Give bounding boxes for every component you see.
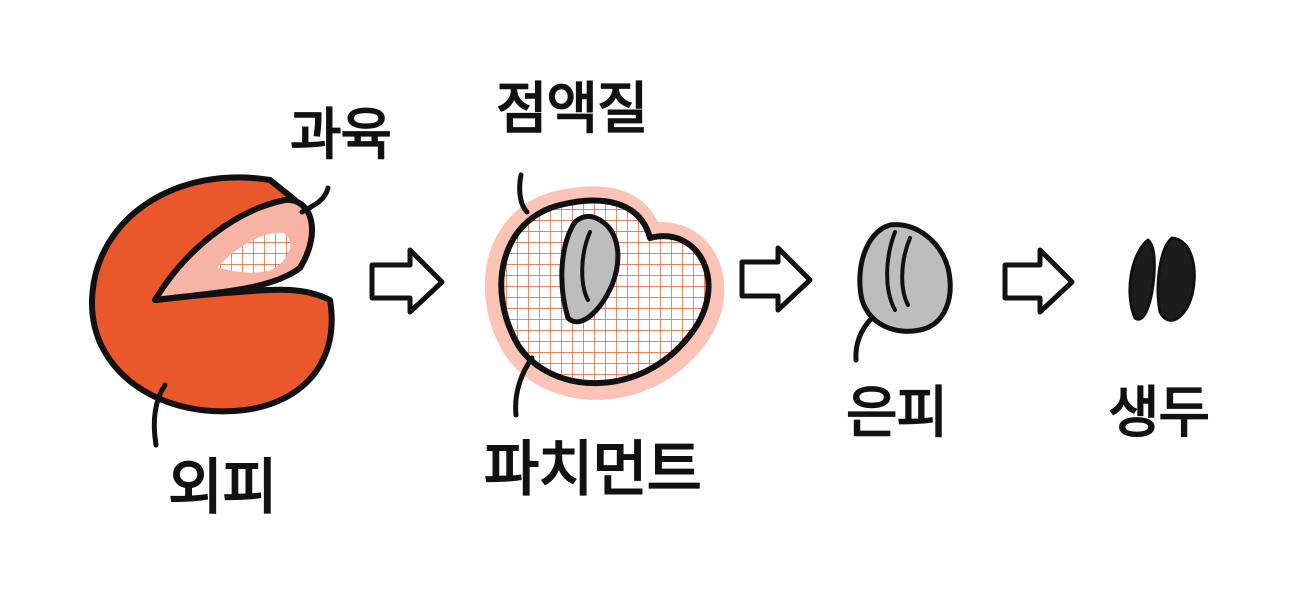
silver-skin-fold [885, 230, 897, 312]
right-outline-arrow-icon [739, 245, 813, 313]
mucilage-leader-line [517, 172, 530, 215]
green-bean-left-half [1128, 238, 1156, 321]
parchment-inner-crease [580, 230, 592, 302]
green-bean-right-half [1156, 236, 1196, 322]
silver-skin-leader-line [853, 315, 875, 363]
right-outline-arrow-icon [369, 247, 445, 315]
skin-leader-line [151, 382, 168, 448]
coffee-cherry [88, 174, 335, 448]
right-outline-arrow-icon [1002, 247, 1075, 315]
label-silver-skin: 은피 [846, 381, 948, 446]
parchment-leader-line [513, 355, 535, 418]
inner-parchment-shape [212, 229, 294, 276]
parchment-bean [484, 172, 725, 418]
pulp-leader-line [299, 185, 331, 215]
label-parchment: 파치먼트 [484, 435, 702, 505]
label-outer-skin: 외피 [168, 453, 277, 523]
green-bean [1128, 236, 1196, 322]
silver-skin-shape [857, 222, 953, 334]
parchment-inner-bean [559, 213, 621, 325]
label-green-bean: 생두 [1108, 381, 1210, 446]
label-pulp: 과육 [290, 103, 392, 168]
silver-skin-fold-2 [900, 236, 912, 307]
silver-skin-bean [853, 222, 953, 363]
label-mucilage: 점액질 [496, 77, 649, 142]
